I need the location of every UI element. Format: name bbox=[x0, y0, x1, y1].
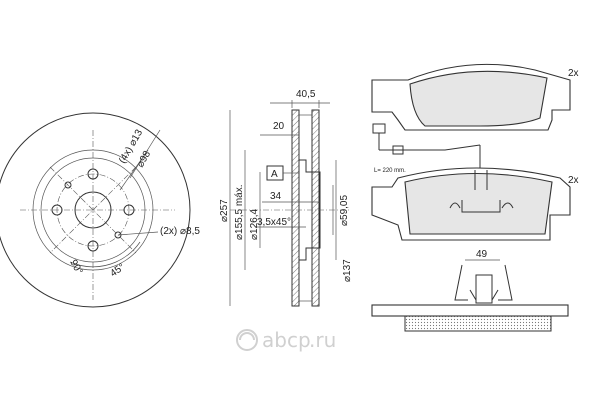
clip-leg-right bbox=[498, 264, 513, 301]
clip-body bbox=[475, 274, 493, 304]
pin-hole-a bbox=[64, 181, 72, 189]
watermark: abcp .ru bbox=[236, 328, 336, 352]
bolt-hole-top bbox=[87, 168, 99, 180]
pad-top-friction-material bbox=[409, 70, 548, 127]
bolt-hole-bottom bbox=[87, 240, 99, 252]
label-inner-diameter: ⌀137 bbox=[342, 259, 353, 282]
side-backing-plate bbox=[371, 304, 569, 317]
label-sensor-length: L= 220 mm. bbox=[374, 168, 406, 174]
pad-bottom-friction-material bbox=[404, 173, 553, 235]
leader-bolt-circle bbox=[119, 149, 149, 191]
clip-spring-a bbox=[469, 289, 477, 301]
pad-bottom-spring-right bbox=[501, 202, 514, 209]
label-clip-width: 49 bbox=[476, 249, 488, 260]
side-friction-material bbox=[404, 315, 552, 332]
sensor-clip bbox=[392, 145, 404, 155]
rotor-face-inner bbox=[311, 109, 320, 307]
watermark-logo-icon bbox=[236, 329, 258, 351]
label-hole-spec: (2x) ⌀8,5 bbox=[160, 226, 200, 237]
brake-pad-bottom: 2x bbox=[371, 167, 579, 241]
label-chamfer: 3,5x45° bbox=[257, 217, 291, 228]
disc-centerline-diagonal-b bbox=[49, 166, 137, 254]
label-bottom-qty: 2x bbox=[568, 175, 579, 186]
brake-pad-top: 2x bbox=[371, 63, 579, 131]
label-center-bore: ⌀59,05 bbox=[339, 195, 350, 226]
sensor-connector bbox=[372, 123, 386, 134]
bolt-hole-right bbox=[123, 204, 135, 216]
disc-outer-edge bbox=[0, 112, 191, 308]
rotor-face-outer bbox=[291, 109, 300, 307]
pad-side-view: 49 bbox=[371, 249, 569, 332]
angle-arc-45 bbox=[115, 241, 141, 263]
label-max-diameter: ⌀155,5 máx. bbox=[234, 185, 245, 241]
clip-leg-left bbox=[454, 264, 468, 301]
watermark-logo-arc bbox=[239, 332, 255, 341]
label-bolt-circle: ⌀98 bbox=[135, 149, 153, 170]
leader-hole-spec bbox=[117, 231, 159, 236]
watermark-domain: .ru bbox=[309, 328, 336, 352]
label-outer-diameter: ⌀257 bbox=[219, 199, 230, 222]
angle-arc-90 bbox=[69, 261, 117, 268]
label-hub-diameter: ⌀126,4 bbox=[249, 209, 260, 240]
label-inner-offset: 20 bbox=[273, 121, 285, 132]
label-top-qty: 2x bbox=[568, 68, 579, 79]
disc-section-view: 40,5 20 A 34 3,5x45° ⌀257 ⌀155,5 máx. ⌀1… bbox=[219, 89, 353, 307]
pad-bottom-spring-left bbox=[449, 202, 461, 209]
bolt-hole-left bbox=[51, 204, 63, 216]
disc-front-view: (4x) ⌀13 ⌀98 (2x) ⌀8,5 90° 45° bbox=[0, 112, 200, 308]
clip-spring-b bbox=[491, 289, 499, 301]
sensor-cable bbox=[379, 144, 481, 151]
label-datum: A bbox=[271, 169, 278, 180]
label-angle-45: 45° bbox=[108, 262, 127, 280]
watermark-brand: abcp bbox=[262, 328, 311, 352]
label-thickness: 40,5 bbox=[296, 89, 316, 100]
wear-sensor: L= 220 mm. bbox=[372, 123, 485, 174]
pad-bottom-clip-slot bbox=[461, 200, 501, 213]
label-height: 34 bbox=[270, 191, 282, 202]
